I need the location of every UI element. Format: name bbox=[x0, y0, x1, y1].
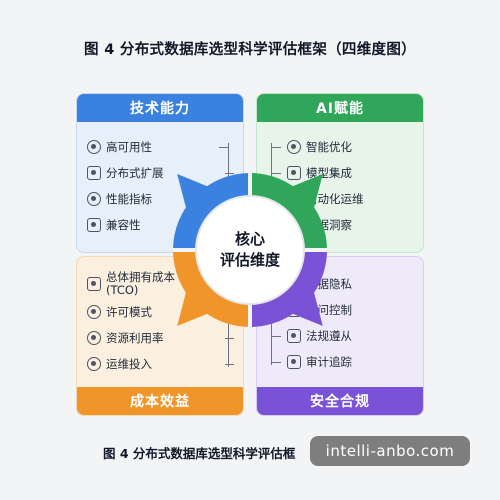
list-item: 模型集成 bbox=[272, 160, 411, 186]
list-item: 审计追踪 bbox=[272, 349, 411, 375]
connector-tick bbox=[272, 361, 281, 363]
item-label: 资源利用率 bbox=[106, 331, 164, 345]
list-item: 资源利用率 bbox=[87, 325, 234, 351]
item-label: 访问控制 bbox=[306, 303, 352, 317]
item-label: 自动化运维 bbox=[306, 192, 364, 206]
page-title: 图 4 分布式数据库选型科学评估框架（四维度图） bbox=[84, 42, 416, 58]
coin-icon bbox=[87, 357, 101, 371]
item-label: 高可用性 bbox=[106, 140, 152, 154]
figure-caption: 图 4 分布式数据库选型科学评估框 bbox=[103, 446, 296, 461]
center-label-line1: 核心 bbox=[234, 230, 265, 248]
check-circle-icon bbox=[87, 140, 101, 154]
item-label: 性能指标 bbox=[106, 192, 152, 206]
item-label: 许可模式 bbox=[106, 305, 152, 319]
item-label: 审计追踪 bbox=[306, 355, 352, 369]
list-item: 许可模式 bbox=[87, 299, 234, 325]
gauge-icon bbox=[87, 192, 101, 206]
pie-icon bbox=[87, 331, 101, 345]
connector-tick bbox=[225, 337, 234, 339]
item-label: 运维投入 bbox=[106, 357, 152, 371]
quadrant-security-heading: 安全合规 bbox=[257, 387, 423, 415]
quadrant-cost-heading: 成本效益 bbox=[77, 387, 243, 415]
list-item: 总体拥有成本 (TCO) bbox=[87, 269, 234, 299]
item-label: 总体拥有成本 bbox=[106, 270, 175, 284]
quadrant-cost: 成本效益 总体拥有成本 (TCO) 许可模式 资源利用率 运维投入 bbox=[76, 256, 244, 416]
connector-tick bbox=[225, 172, 234, 174]
list-item: 运维投入 bbox=[87, 351, 234, 377]
list-item: 法规遵从 bbox=[272, 323, 411, 349]
list-item: 分布式扩展 bbox=[87, 160, 234, 186]
list-item: 性能指标 bbox=[87, 186, 234, 212]
grid-icon bbox=[87, 218, 101, 232]
key-icon bbox=[87, 305, 101, 319]
center-label: 核心 评估维度 bbox=[195, 195, 305, 305]
item-label: 兼容性 bbox=[106, 218, 141, 232]
list-item: 兼容性 bbox=[87, 212, 234, 238]
item-label: 法规遵从 bbox=[306, 329, 352, 343]
center-label-line2: 评估维度 bbox=[219, 251, 280, 269]
list-item: 智能优化 bbox=[272, 134, 411, 160]
connector-tick bbox=[219, 146, 228, 148]
watermark: intelli-anbo.com bbox=[310, 436, 470, 466]
cube-icon bbox=[287, 166, 301, 180]
list-item: 高可用性 bbox=[87, 134, 228, 160]
quadrant-tech: 技术能力 高可用性 分布式扩展 性能指标 兼容性 bbox=[76, 93, 244, 253]
connector-tick bbox=[225, 363, 234, 365]
item-label: 智能优化 bbox=[306, 140, 352, 154]
item-label: 模型集成 bbox=[306, 166, 352, 180]
document-check-icon bbox=[287, 329, 301, 343]
item-label-sub: (TCO) bbox=[106, 283, 139, 297]
nodes-icon bbox=[87, 166, 101, 180]
quadrant-ai-heading: AI赋能 bbox=[257, 94, 423, 122]
audit-icon bbox=[287, 355, 301, 369]
document-icon bbox=[87, 277, 101, 291]
brain-icon bbox=[287, 140, 301, 154]
item-label: 分布式扩展 bbox=[106, 166, 164, 180]
connector-tick bbox=[272, 172, 281, 174]
quadrant-tech-heading: 技术能力 bbox=[77, 94, 243, 122]
connector-tick bbox=[272, 335, 281, 337]
connector-tick bbox=[272, 146, 281, 148]
